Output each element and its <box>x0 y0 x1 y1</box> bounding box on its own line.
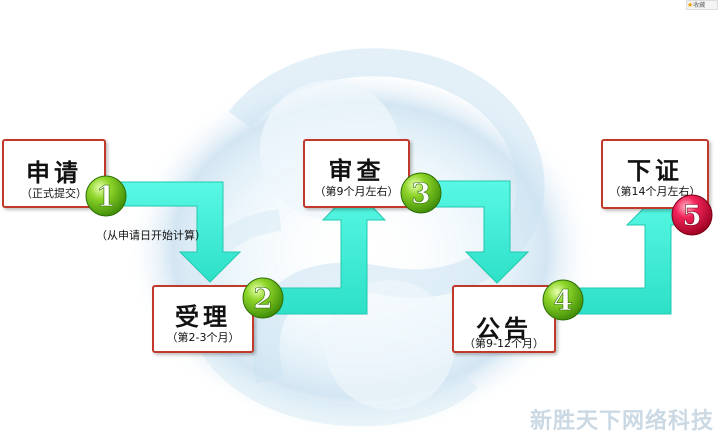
step-subtitle: （第9-12个月） <box>464 337 544 350</box>
star-icon: ★ <box>687 1 694 9</box>
step-subtitle: （正式提交） <box>21 187 87 200</box>
favorite-label: 收藏 <box>693 2 706 9</box>
step-title: 公告 <box>476 315 532 343</box>
watermark-text: 新胜天下网络科技 <box>529 409 714 434</box>
arrow-3-to-4 <box>421 180 530 284</box>
step-title: 受理 <box>175 303 231 331</box>
step-box-certificate: 下证 （第14个月左右） <box>601 139 709 209</box>
step-subtitle: （第2-3个月） <box>166 331 240 344</box>
step-box-apply: 申请 （正式提交） <box>2 139 106 208</box>
step-title: 下证 <box>627 157 683 185</box>
arrow-1-to-2 <box>111 181 242 283</box>
step-box-accept: 受理 （第2-3个月） <box>152 285 254 353</box>
step-title: 审查 <box>328 157 385 185</box>
step-title: 申请 <box>26 159 82 187</box>
step-box-announce: 公告 （第9-12个月） <box>452 285 556 353</box>
calculation-note: （从申请日开始计算） <box>96 229 206 242</box>
favorite-badge[interactable]: ★收藏 <box>686 0 718 10</box>
step-subtitle: （第14个月左右） <box>609 185 701 198</box>
step-box-examine: 审查 （第9个月左右） <box>303 139 410 208</box>
step-subtitle: （第9个月左右） <box>314 185 399 198</box>
